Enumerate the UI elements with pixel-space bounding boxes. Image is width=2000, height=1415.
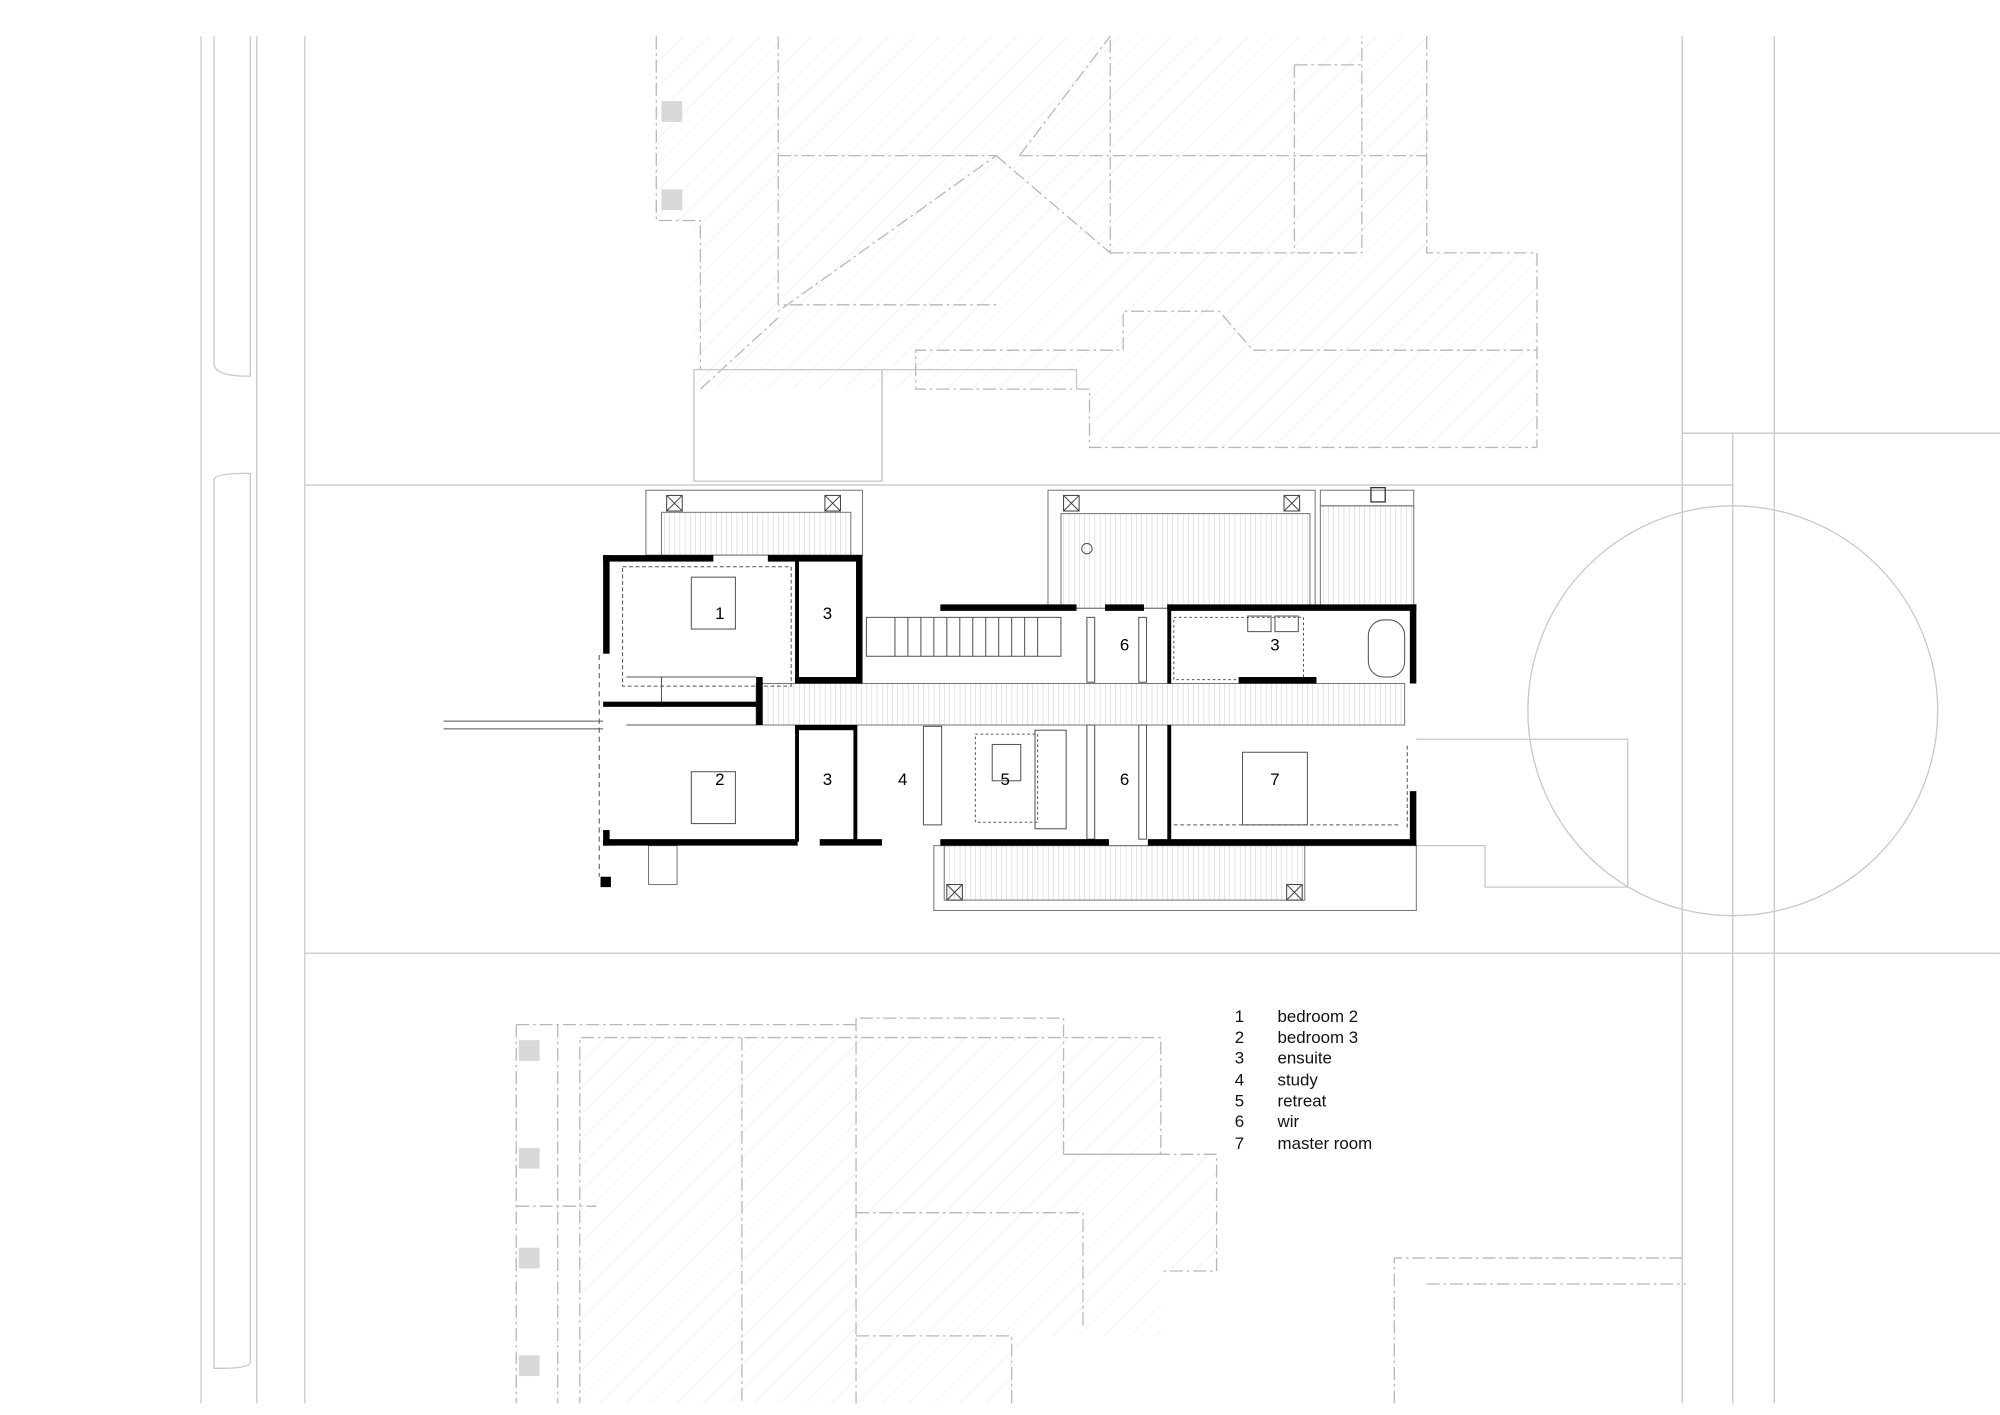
room-label-bedroom-3: 2 <box>715 770 724 789</box>
room-labels: 1 3 6 3 2 3 4 5 6 7 <box>715 604 1279 789</box>
room-label-master-room: 7 <box>1270 770 1279 789</box>
legend-label: retreat <box>1278 1091 1327 1110</box>
legend-label: wir <box>1277 1112 1300 1131</box>
chimney-icon <box>518 1247 540 1269</box>
interior-fixtures <box>622 566 1408 840</box>
legend-label: study <box>1278 1071 1319 1090</box>
room-label-bedroom-2: 1 <box>715 604 724 623</box>
legend-num: 5 <box>1235 1091 1244 1110</box>
neighbour-house-south <box>515 1017 1687 1404</box>
legend-num: 3 <box>1235 1049 1244 1068</box>
room-label-study: 4 <box>898 770 907 789</box>
room-label-wir-1: 6 <box>1120 635 1129 654</box>
chimney-icon <box>661 189 683 211</box>
room-legend: 1 bedroom 2 2 bedroom 3 3 ensuite 4 stud… <box>1235 1007 1372 1153</box>
chimney-icon <box>518 1147 540 1169</box>
walls <box>603 555 1417 846</box>
legend-label: ensuite <box>1278 1049 1332 1068</box>
legend-label: bedroom 2 <box>1278 1007 1359 1026</box>
legend-label: master room <box>1278 1134 1373 1153</box>
chimney-icon <box>518 1040 540 1061</box>
neighbour-house-north <box>655 35 1538 482</box>
legend-label: bedroom 3 <box>1278 1028 1359 1047</box>
balconies <box>443 487 1417 911</box>
legend-num: 4 <box>1235 1071 1244 1090</box>
chimney-icon <box>661 101 683 122</box>
legend-num: 6 <box>1235 1112 1244 1131</box>
corridor <box>755 682 1406 726</box>
room-label-wir-2: 6 <box>1120 770 1129 789</box>
room-label-ensuite-master: 3 <box>1270 635 1279 654</box>
room-label-retreat: 5 <box>1000 770 1009 789</box>
legend-num: 1 <box>1235 1007 1244 1026</box>
site-lines <box>200 36 2000 1404</box>
chimney-icon <box>518 1355 540 1377</box>
legend-num: 2 <box>1235 1028 1244 1047</box>
room-label-ensuite-2: 3 <box>823 770 832 789</box>
vent-icon <box>1370 487 1386 503</box>
room-label-ensuite-1: 3 <box>823 604 832 623</box>
legend-num: 7 <box>1235 1134 1244 1153</box>
